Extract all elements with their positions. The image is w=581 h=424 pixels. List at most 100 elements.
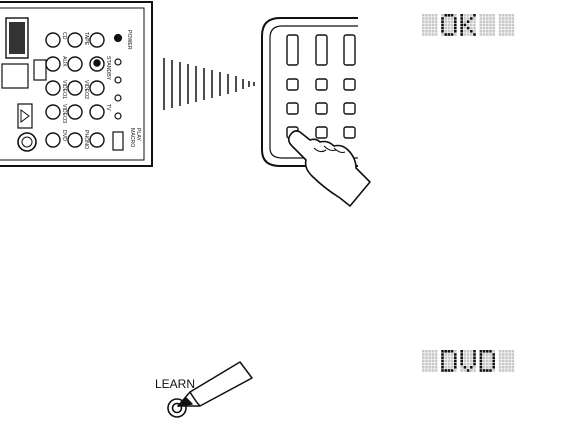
lcd-dot-unlit (486, 353, 489, 356)
lcd-dot-unlit (498, 356, 502, 359)
lcd-dot-unlit (463, 17, 467, 20)
lcd-dot-unlit (428, 369, 431, 372)
lcd-dot-unlit (463, 14, 467, 17)
lcd-dot-unlit (486, 26, 489, 30)
lcd-dot-unlit (505, 359, 508, 363)
lcd-dot-lit (479, 356, 483, 359)
lcd-dot-unlit (482, 356, 486, 359)
lcd-dot-unlit (492, 30, 495, 33)
lcd-dot-unlit (505, 17, 508, 20)
lcd-dot-unlit (505, 20, 508, 23)
lcd-dot-lit (473, 350, 476, 353)
lcd-dot-unlit (505, 362, 508, 366)
lcd-dot-unlit (498, 30, 502, 33)
lcd-dot-unlit (502, 26, 505, 30)
lcd-dot-unlit (444, 20, 447, 23)
lcd-dot-lit (482, 369, 486, 372)
lcd-dot-unlit (422, 366, 425, 369)
source-btn-label: STANDBY (105, 56, 111, 81)
lcd-dot-unlit (434, 30, 438, 33)
lcd-dot-unlit (511, 353, 515, 356)
lcd-dot-unlit (508, 369, 511, 372)
lcd-dot-unlit (505, 30, 508, 33)
lcd-dot-unlit (511, 33, 515, 36)
lcd-dot-unlit (489, 17, 492, 20)
lcd-dot-unlit (450, 362, 454, 366)
lcd-dot-unlit (492, 14, 495, 17)
lcd-dot-unlit (466, 359, 470, 363)
lcd-dot-lit (454, 366, 457, 369)
lcd-dot-unlit (511, 350, 515, 353)
lcd-dot-unlit (508, 359, 511, 363)
lcd-dot-unlit (425, 356, 428, 359)
lcd-dot-unlit (441, 33, 444, 36)
lcd-dot-unlit (498, 366, 502, 369)
lcd-dot-unlit (505, 366, 508, 369)
lcd-dot-lit (470, 17, 473, 20)
lcd-dot-lit (450, 369, 454, 372)
lcd-dot-unlit (482, 353, 486, 356)
lcd-dot-unlit (466, 353, 470, 356)
lcd-dot-unlit (444, 23, 447, 27)
lcd-dot-unlit (482, 20, 486, 23)
lcd-dot-lit (454, 362, 457, 366)
lcd-dot-unlit (431, 350, 435, 353)
lcd-dot-unlit (498, 23, 502, 27)
lcd-dot-lit (454, 20, 457, 23)
lcd-dot-unlit (470, 14, 473, 17)
lcd-dot-lit (441, 359, 444, 363)
lcd-dot-unlit (508, 23, 511, 27)
lcd-dot-lit (466, 369, 470, 372)
lcd-dot-unlit (463, 26, 467, 30)
lcd-dot-unlit (447, 353, 451, 356)
lcd-dot-unlit (470, 20, 473, 23)
lcd-dot-unlit (428, 20, 431, 23)
lcd-dot-lit (441, 23, 444, 27)
lcd-dot-unlit (422, 33, 425, 36)
lcd-dot-unlit (508, 356, 511, 359)
lcd-dot-unlit (492, 369, 495, 372)
lcd-dot-unlit (444, 353, 447, 356)
lcd-dot-unlit (444, 356, 447, 359)
lcd-dot-unlit (505, 356, 508, 359)
lcd-dot-unlit (463, 362, 467, 366)
lcd-dot-lit (441, 30, 444, 33)
lcd-dot-unlit (422, 362, 425, 366)
lcd-dot-unlit (444, 362, 447, 366)
lcd-dot-unlit (447, 30, 451, 33)
lcd-dot-unlit (502, 362, 505, 366)
lcd-dot-unlit (473, 26, 476, 30)
lcd-dot-lit (441, 356, 444, 359)
lcd-dot-unlit (489, 26, 492, 30)
lcd-dot-unlit (466, 366, 470, 369)
lcd-dot-unlit (447, 17, 451, 20)
lcd-dot-lit (486, 350, 489, 353)
lcd-dot-unlit (422, 20, 425, 23)
lcd-dot-unlit (489, 14, 492, 17)
lcd-dot-lit (482, 350, 486, 353)
lcd-dot-unlit (454, 369, 457, 372)
lcd-dot-unlit (502, 17, 505, 20)
lcd-dot-lit (454, 26, 457, 30)
lcd-dot-lit (460, 350, 463, 353)
lcd-dot-unlit (450, 23, 454, 27)
lcd-dot-unlit (489, 353, 492, 356)
lcd-dot-lit (489, 369, 492, 372)
lcd-dot-unlit (434, 20, 438, 23)
lcd-dot-unlit (434, 17, 438, 20)
lcd-dot-unlit (444, 30, 447, 33)
lcd-dot-unlit (463, 30, 467, 33)
lcd-dot-unlit (492, 23, 495, 27)
target-remote-buttons (286, 34, 356, 139)
pressing-hand-icon (287, 130, 371, 207)
lcd-dot-lit (450, 350, 454, 353)
target-remote (261, 17, 358, 167)
lcd-dot-lit (444, 350, 447, 353)
lcd-dot-lit (450, 14, 454, 17)
lcd-dot-unlit (473, 30, 476, 33)
lcd-dot-unlit (447, 20, 451, 23)
lcd-dot-unlit (486, 366, 489, 369)
lcd-dot-unlit (508, 362, 511, 366)
lcd-dot-lit (441, 369, 444, 372)
lcd-dot-unlit (466, 33, 470, 36)
